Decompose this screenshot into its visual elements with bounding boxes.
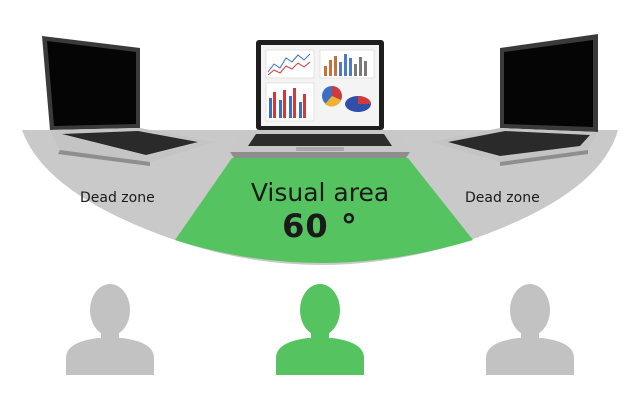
visual-area-angle: 60 ° [282,207,358,245]
screen-chart-graphic [265,49,375,122]
right-laptop-icon [430,34,598,166]
dead-zone-left-label: Dead zone [80,190,155,206]
center-laptop-icon [230,40,410,158]
right-viewer-person-icon [486,284,574,375]
left-viewer-person-icon [66,284,154,375]
center-viewer-person-icon [276,284,364,375]
dead-zone-right-label: Dead zone [465,190,540,206]
visual-area-wedge [175,158,473,263]
left-laptop-icon [42,36,215,166]
visual-area-title: Visual area [250,178,390,207]
